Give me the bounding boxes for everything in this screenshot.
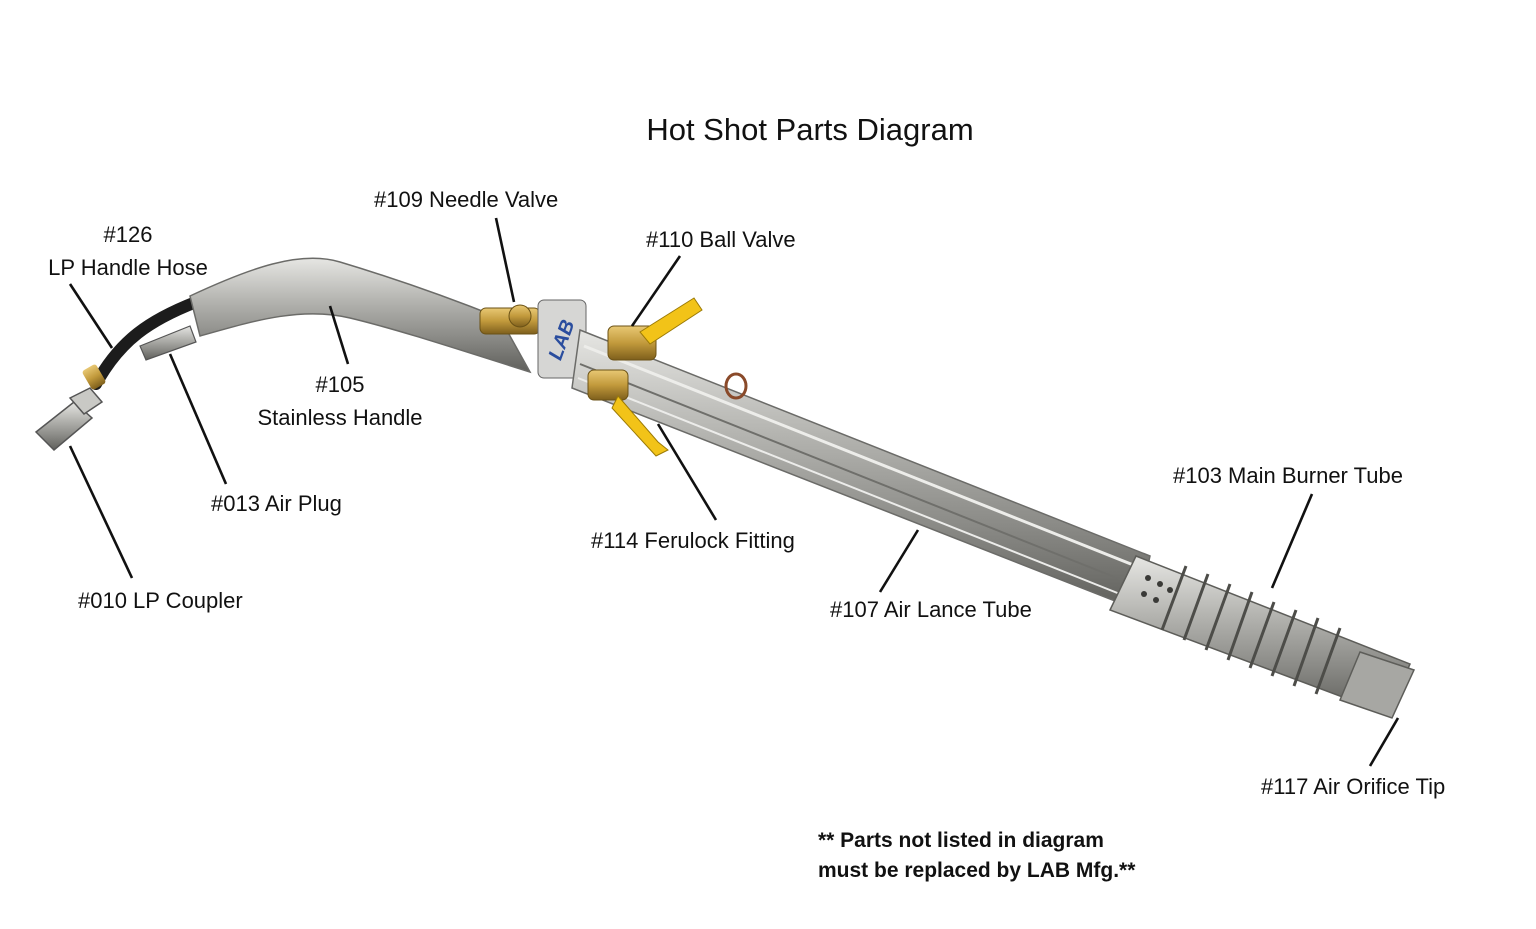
replacement-note-line2: must be replaced by LAB Mfg.** [818,859,1136,882]
hose-fitting-part [82,364,106,390]
air-lance-tube-part [571,328,1151,612]
air-orifice-tip-part [1339,651,1416,719]
label-ball-valve: #110 Ball Valve [646,227,796,252]
ball-valve-part [607,297,703,361]
label-main-burner-tube: #103 Main Burner Tube [1173,463,1403,488]
label-lp-handle-hose-number: #126 [103,222,153,247]
leader-main-burner-tube [1270,493,1314,589]
leader-air-plug [168,353,228,485]
label-lp-handle-hose-name: LP Handle Hose [48,255,208,280]
lp-handle-hose-part [90,296,202,390]
needle-valve-part [479,304,541,335]
label-stainless-handle: #105 Stainless Handle [250,368,430,434]
replacement-note-line1: ** Parts not listed in diagram [818,829,1104,852]
label-stainless-handle-name: Stainless Handle [257,405,423,430]
label-air-lance-tube: #107 Air Lance Tube [830,597,1032,622]
leader-air-lance-tube [878,529,920,593]
label-air-plug: #013 Air Plug [211,491,342,516]
leader-stainless-handle [328,305,350,365]
tube-clip-part [724,372,748,400]
label-ferulock-fitting: #114 Ferulock Fitting [591,528,795,553]
label-lp-coupler: #010 LP Coupler [78,588,243,613]
lab-logo-block: LAB [537,299,587,379]
label-air-orifice-tip: #117 Air Orifice Tip [1261,774,1446,799]
leader-needle-valve [494,217,516,303]
air-plug-part [139,325,197,361]
stainless-handle-part [189,257,532,374]
leader-lines [68,217,1400,767]
diagram-title: Hot Shot Parts Diagram [646,112,974,147]
replacement-note: ** Parts not listed in diagram must be r… [818,826,1135,886]
main-burner-tube-part [1108,555,1412,715]
leader-lp-handle-hose [68,283,114,349]
lp-coupler-part [34,387,104,452]
leader-lp-coupler [68,445,134,579]
label-stainless-handle-number: #105 [315,372,365,397]
leader-ball-valve [630,255,682,327]
leader-air-orifice-tip [1368,717,1400,767]
label-lp-handle-hose: #126 LP Handle Hose [38,218,218,284]
leader-ferulock-fitting [656,423,718,521]
label-needle-valve: #109 Needle Valve [374,187,559,212]
ferulock-fitting-part [587,369,669,457]
